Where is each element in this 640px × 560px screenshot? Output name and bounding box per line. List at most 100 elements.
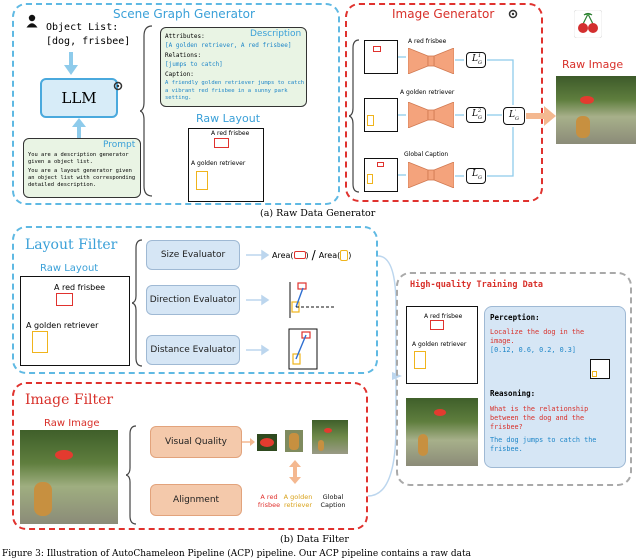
dog-shape xyxy=(576,116,590,138)
label-global-caption: Global Caption xyxy=(320,493,346,509)
reasoning-answer: The dog jumps to catch the frisbee. xyxy=(490,436,597,453)
direction-evaluator: Direction Evaluator xyxy=(146,285,240,315)
td-frisbee-box xyxy=(430,320,444,330)
lf-raw-layout-canvas xyxy=(20,276,130,366)
area-close-1: ) xyxy=(305,250,309,260)
scene-graph-title: Scene Graph Generator xyxy=(113,7,255,21)
lf-raw-layout-title: Raw Layout xyxy=(40,263,99,274)
distance-evaluator: Distance Evaluator xyxy=(146,335,240,365)
loss-3-sub: G xyxy=(477,174,482,181)
brace-icon-4 xyxy=(126,425,137,525)
area-red-box xyxy=(293,251,306,259)
loss-3-symbol: L xyxy=(472,169,478,179)
loss-box-combined xyxy=(503,107,525,125)
gen-row3-frisbee-box xyxy=(377,162,384,167)
openai-logo-icon-2 xyxy=(508,9,518,19)
td-image-photo xyxy=(406,398,478,466)
relations-value: [jumps to catch] xyxy=(165,61,223,68)
image-filter-arrow xyxy=(242,438,255,446)
loss-2-sub: G xyxy=(477,114,482,121)
perception-box-illustration xyxy=(590,359,610,379)
gen-row3-input xyxy=(364,158,398,192)
caption-value: A friendly golden retriever jumps to cat… xyxy=(165,80,305,101)
loss-2-sup: 2 xyxy=(477,108,482,114)
caption-label: Caption: xyxy=(165,71,194,78)
training-data-title: High-quality Training Data xyxy=(410,280,544,290)
prompt-title: Prompt xyxy=(103,140,136,150)
lf-frisbee-label: A red frisbee xyxy=(54,283,106,292)
lf-dog-label: A golden retriever xyxy=(26,321,99,330)
if-raw-image-title: Raw Image xyxy=(44,418,100,429)
crop-frisbee xyxy=(257,434,277,451)
evaluator-arrows xyxy=(246,249,270,356)
td-frisbee-label: A red frisbee xyxy=(424,313,463,320)
loss-3: LG xyxy=(472,169,482,181)
loss-1-sub: G xyxy=(477,59,482,66)
prompt-text-2: You are a layout generator given an obje… xyxy=(28,168,136,188)
loss-box-2 xyxy=(466,107,486,123)
arrow-right-icon xyxy=(526,106,556,126)
description-title: Description xyxy=(250,29,302,39)
double-arrow-icon xyxy=(289,460,301,484)
raw-layout-frisbee-box xyxy=(214,138,229,148)
cherry-logo-icon xyxy=(574,10,602,38)
size-evaluator: Size Evaluator xyxy=(146,240,240,270)
openai-logo-icon xyxy=(113,81,123,91)
raw-layout-frisbee-label: A red frisbee xyxy=(211,130,250,137)
td-dog-box xyxy=(414,351,426,369)
description-box xyxy=(160,27,307,107)
loss-1-sup: 1 xyxy=(477,53,482,59)
brace-icon xyxy=(140,25,153,197)
caption-a: (a) Raw Data Generator xyxy=(260,208,376,219)
area-yellow-box xyxy=(340,249,349,261)
area-slash: / xyxy=(311,248,316,262)
image-generator-panel xyxy=(345,3,543,202)
raw-layout-title: Raw Layout xyxy=(196,112,261,125)
area-formula: Area( ) / Area( ) xyxy=(272,248,351,262)
loss-box-1 xyxy=(466,52,486,68)
image-filter-title: Image Filter xyxy=(25,392,114,408)
person-icon xyxy=(26,14,38,28)
relations-label: Relations: xyxy=(165,52,202,59)
visual-quality-box: Visual Quality xyxy=(150,426,242,458)
caption-b: (b) Data Filter xyxy=(280,534,349,545)
direction-diagram xyxy=(289,282,336,318)
perception-title: Perception: xyxy=(490,313,540,322)
gen-row1-label: A red frisbee xyxy=(408,38,447,45)
perception-dog-box xyxy=(592,371,597,377)
crop-frisbee-shape xyxy=(260,438,274,447)
gen-row3-label: Global Caption xyxy=(404,151,449,158)
label-red-frisbee: A red frisbee xyxy=(257,493,281,509)
if-frisbee-shape xyxy=(55,450,73,460)
crop-global-dog xyxy=(318,440,324,451)
loss-box-3 xyxy=(466,168,486,184)
loss-combined-sup: ' xyxy=(514,109,517,115)
generator-icon-2 xyxy=(408,102,454,128)
crop-dog-shape xyxy=(289,433,299,450)
td-layout-canvas xyxy=(406,306,478,384)
raw-layout-dog-box xyxy=(196,171,208,190)
brace-icon-2 xyxy=(349,39,360,193)
gen-row3-dog-box xyxy=(367,174,373,184)
attributes-label: Attributes: xyxy=(165,33,205,40)
td-dog-shape xyxy=(418,434,428,456)
crop-global-frisbee xyxy=(324,428,332,433)
llm-label: LLM xyxy=(61,89,97,107)
scene-graph-panel xyxy=(12,3,340,205)
layout-filter-title: Layout Filter xyxy=(25,237,118,253)
label-golden-retriever: A golden retriever xyxy=(283,493,313,509)
loss-1-symbol: L xyxy=(472,54,478,64)
if-raw-image-photo xyxy=(20,430,118,524)
arrow-up-icon xyxy=(72,118,86,138)
reasoning-title: Reasoning: xyxy=(490,389,536,398)
llm-box: LLM xyxy=(40,78,118,118)
td-frisbee-shape xyxy=(434,409,446,416)
attributes-value: [A golden retriever, A red frisbee] xyxy=(165,42,292,49)
prompt-text-1: You are a description generator given a … xyxy=(28,152,129,165)
lf-dog-box xyxy=(32,331,48,353)
gen-row2-dog-box xyxy=(367,115,374,126)
raw-layout-dog-label: A golden retriever xyxy=(191,160,246,167)
td-dog-label: A golden retriever xyxy=(412,341,467,348)
if-dog-shape xyxy=(34,482,52,516)
